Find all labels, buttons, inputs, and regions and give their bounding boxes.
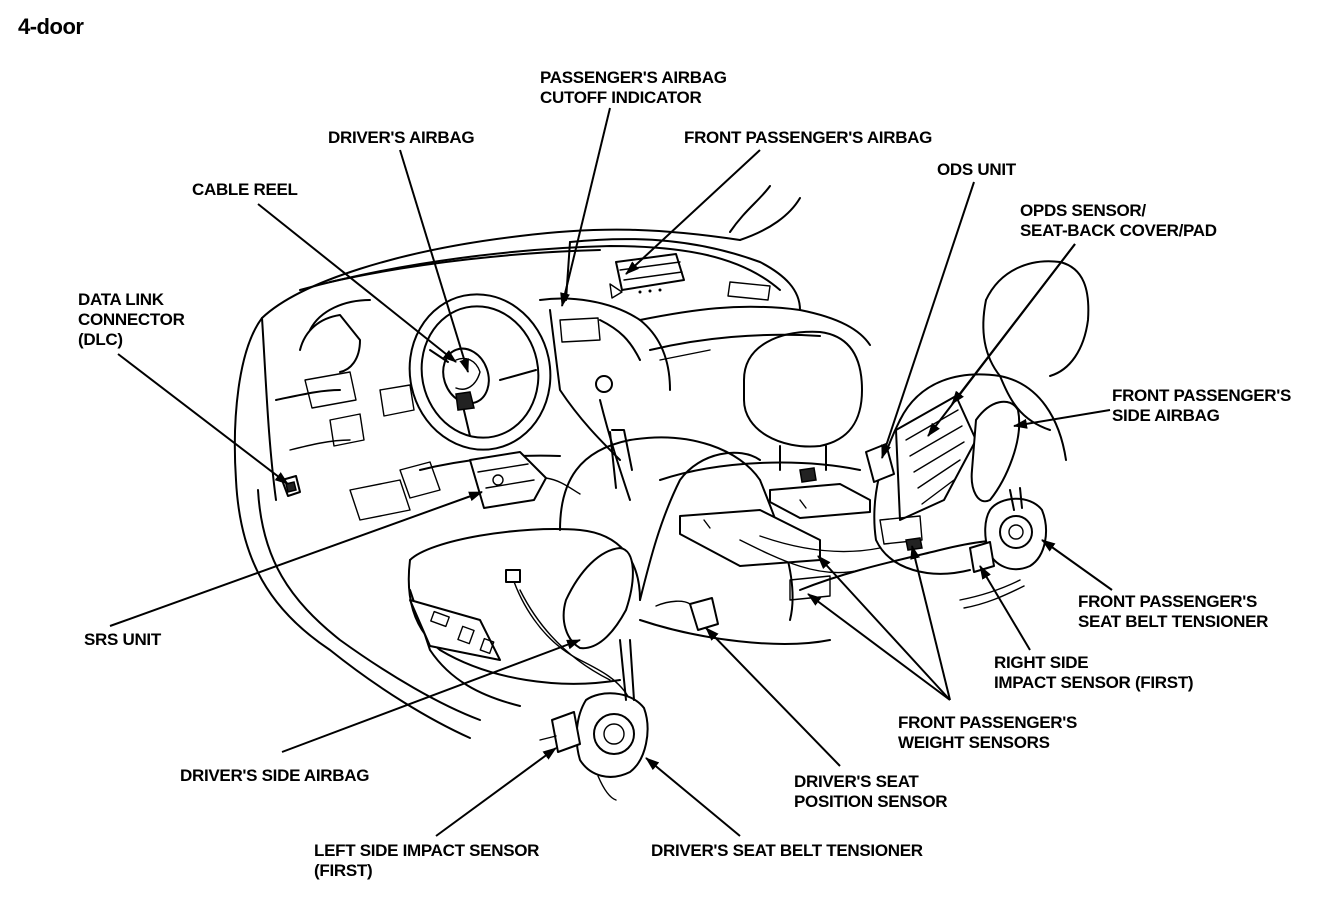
steering-wheel xyxy=(408,293,552,451)
callout-leaders xyxy=(109,107,1113,837)
label-srs-unit: SRS UNIT xyxy=(84,630,161,649)
label-opds-sensor: OPDS SENSOR/SEAT-BACK COVER/PAD xyxy=(1020,201,1217,240)
label-drivers-airbag: DRIVER'S AIRBAG xyxy=(328,128,475,147)
label-left-side-impact-sensor: LEFT SIDE IMPACT SENSOR(FIRST) xyxy=(314,841,540,880)
dlc-connector xyxy=(281,475,301,497)
drivers-seat-belt-tensioner xyxy=(539,639,649,801)
label-front-passengers-airbag: FRONT PASSENGER'S AIRBAG xyxy=(684,128,933,147)
front-passenger-airbag-module xyxy=(609,253,685,299)
passenger-seat xyxy=(639,260,1090,645)
drivers-seat-position-sensor xyxy=(655,597,719,631)
label-drivers-seat-belt-tensioner: DRIVER'S SEAT BELT TENSIONER xyxy=(651,841,923,860)
label-cable-reel: CABLE REEL xyxy=(192,180,298,199)
diagram-title: 4-door xyxy=(18,14,84,39)
label-ods-unit: ODS UNIT xyxy=(937,160,1016,179)
vehicle-body-outline xyxy=(233,185,871,739)
front-passenger-seat-belt-tensioner xyxy=(959,487,1047,609)
label-drivers-side-airbag: DRIVER'S SIDE AIRBAG xyxy=(180,766,370,785)
weight-sensor-rails xyxy=(679,467,923,601)
